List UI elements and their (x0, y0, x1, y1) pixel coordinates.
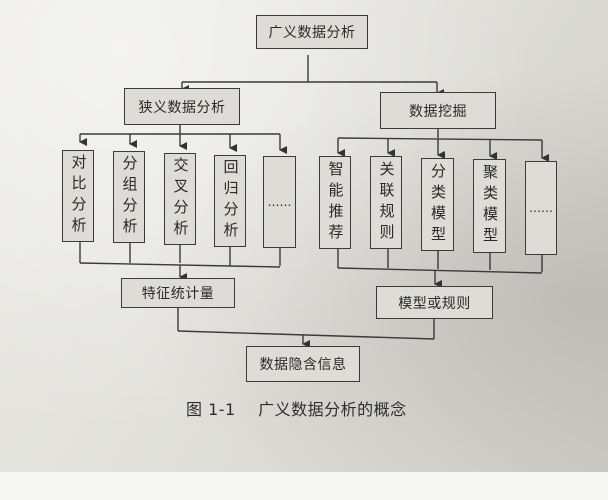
background-strip (0, 472, 608, 500)
clustering-model-label: 聚类模型 (481, 164, 499, 248)
group-analysis-label: 分组分析 (120, 155, 139, 239)
narrow-analysis-label: 狭义数据分析 (138, 99, 226, 116)
model-or-rules-label: 模型或规则 (398, 295, 471, 312)
association-rules-box: 关联规则 (370, 156, 402, 249)
contrast-analysis-label: 对比分析 (69, 154, 88, 238)
more-mining-box: …… (525, 161, 557, 255)
feature-statistics-box: 特征统计量 (121, 278, 235, 308)
hidden-info-label: 数据隐含信息 (259, 357, 347, 373)
regression-analysis-box: 回归分析 (214, 155, 246, 247)
model-or-rules-box: 模型或规则 (376, 286, 493, 319)
data-mining-box: 数据挖掘 (380, 92, 496, 129)
narrow-analysis-box: 狭义数据分析 (124, 88, 240, 125)
smart-recommend-box: 智能推荐 (319, 156, 351, 249)
classification-model-box: 分类模型 (421, 158, 454, 251)
association-rules-label: 关联规则 (377, 160, 396, 245)
root-box: 广义数据分析 (256, 15, 368, 49)
more-mining-label: …… (529, 201, 553, 215)
more-analysis-label: …… (267, 195, 292, 209)
group-analysis-box: 分组分析 (113, 151, 145, 243)
cross-analysis-label: 交叉分析 (171, 157, 190, 241)
data-mining-label: 数据挖掘 (409, 103, 467, 120)
figure-caption: 图 1-1 广义数据分析的概念 (186, 400, 407, 419)
regression-analysis-label: 回归分析 (221, 159, 240, 243)
clustering-model-box: 聚类模型 (473, 159, 506, 253)
hidden-info-box: 数据隐含信息 (246, 346, 360, 382)
classification-model-label: 分类模型 (429, 162, 447, 247)
contrast-analysis-box: 对比分析 (62, 150, 94, 242)
root-label: 广义数据分析 (268, 25, 356, 41)
more-analysis-box: …… (263, 156, 296, 248)
cross-analysis-box: 交叉分析 (164, 153, 196, 245)
feature-statistics-label: 特征统计量 (141, 286, 215, 302)
smart-recommend-label: 智能推荐 (326, 160, 345, 245)
